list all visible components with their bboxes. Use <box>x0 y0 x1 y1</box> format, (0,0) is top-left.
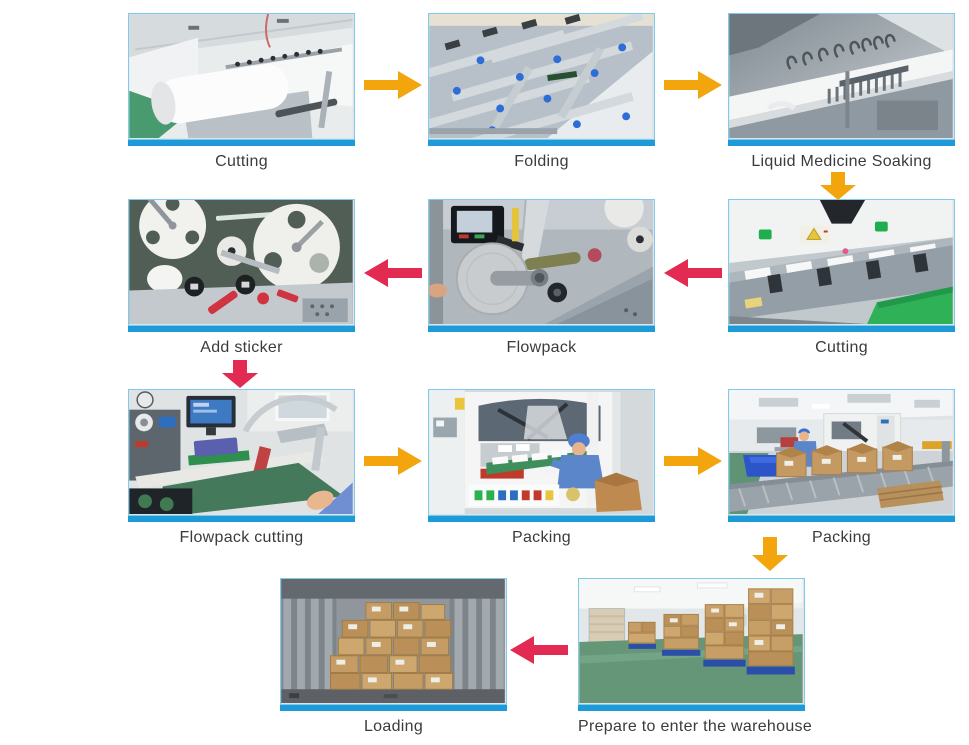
arrow-warehouse-to-loading <box>510 636 568 664</box>
step-cutting-web: Cutting <box>728 199 955 356</box>
step-add-sticker: Add sticker <box>128 199 355 356</box>
step-label-cutting-roll: Cutting <box>215 153 268 170</box>
photo-liquid-medicine-soaking <box>728 13 955 140</box>
arrow-add-sticker-to-flowpack-cutting <box>222 360 258 388</box>
photo-prepare-warehouse <box>578 578 805 705</box>
step-flowpack: Flowpack <box>428 199 655 356</box>
arrow-flowpack-cutting-to-packing <box>364 447 422 475</box>
flowpack-machine-illustration <box>429 200 653 324</box>
photo-loading <box>280 578 507 705</box>
step-label-folding: Folding <box>514 153 569 170</box>
step-label-flowpack-cutting: Flowpack cutting <box>179 529 304 546</box>
step-label-flowpack: Flowpack <box>506 339 577 356</box>
photo-packing-machine <box>428 389 655 516</box>
photo-underline <box>128 326 355 332</box>
web-cutting-machine-illustration <box>729 200 953 324</box>
step-label-cutting-web: Cutting <box>815 339 868 356</box>
step-loading: Loading <box>280 578 507 735</box>
carton-conveyor-illustration <box>729 390 953 514</box>
photo-add-sticker <box>128 199 355 326</box>
photo-folding <box>428 13 655 140</box>
photo-cutting-web <box>728 199 955 326</box>
warehouse-staging-illustration <box>579 579 803 703</box>
photo-underline <box>428 516 655 522</box>
photo-underline <box>128 140 355 146</box>
arrow-liquid-soaking-to-cutting <box>820 172 856 200</box>
container-loading-illustration <box>281 579 505 703</box>
photo-underline <box>428 140 655 146</box>
photo-underline <box>578 705 805 711</box>
step-label-add-sticker: Add sticker <box>200 339 283 356</box>
step-packing-conveyor: Packing <box>728 389 955 546</box>
photo-underline <box>128 516 355 522</box>
paper-roll-cutting-machine-illustration <box>129 14 353 138</box>
arrow-packing-to-warehouse <box>752 537 788 571</box>
arrow-cutting-to-flowpack <box>664 259 722 287</box>
photo-underline <box>728 326 955 332</box>
folding-machine-illustration <box>429 14 653 138</box>
arrow-cutting-to-folding <box>364 71 422 99</box>
step-label-packing-conveyor: Packing <box>811 529 872 546</box>
step-folding: Folding <box>428 13 655 170</box>
packing-machine-illustration <box>429 390 653 514</box>
flowpack-cutting-machine-illustration <box>129 390 353 514</box>
photo-underline <box>280 705 507 711</box>
photo-underline <box>728 516 955 522</box>
step-prepare-warehouse: Prepare to enter the warehouse <box>578 578 813 735</box>
step-label-liquid-medicine-soaking: Liquid Medicine Soaking <box>751 153 932 170</box>
photo-flowpack <box>428 199 655 326</box>
step-label-loading: Loading <box>363 718 424 735</box>
step-label-prepare-warehouse: Prepare to enter the warehouse <box>578 718 813 735</box>
step-label-packing-machine: Packing <box>511 529 572 546</box>
arrow-folding-to-liquid-soaking <box>664 71 722 99</box>
arrow-packing-to-packing <box>664 447 722 475</box>
photo-underline <box>728 140 955 146</box>
step-flowpack-cutting: Flowpack cutting <box>128 389 355 546</box>
photo-underline <box>428 326 655 332</box>
step-cutting-roll: Cutting <box>128 13 355 170</box>
photo-cutting-roll <box>128 13 355 140</box>
step-liquid-medicine-soaking: Liquid Medicine Soaking <box>728 13 955 170</box>
sticker-labeling-machine-illustration <box>129 200 353 324</box>
photo-flowpack-cutting <box>128 389 355 516</box>
step-packing-machine: Packing <box>428 389 655 546</box>
arrow-flowpack-to-add-sticker <box>364 259 422 287</box>
liquid-soaking-machine-illustration <box>729 14 953 138</box>
photo-packing-conveyor <box>728 389 955 516</box>
